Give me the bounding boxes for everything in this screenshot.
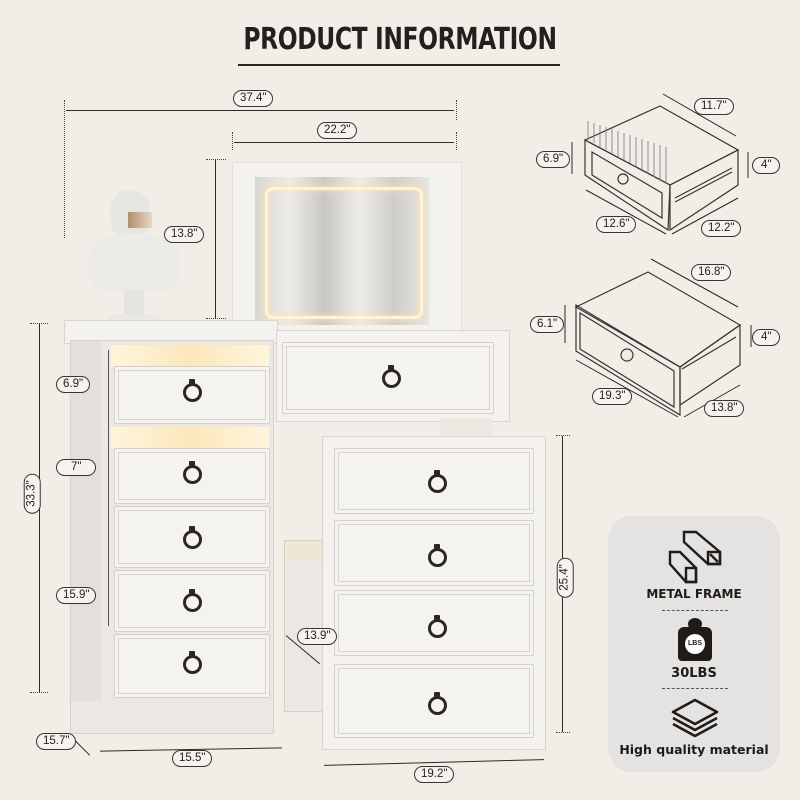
large-drawer-outline-icon [564, 258, 752, 418]
product-illustration: 37.4" 22.2" 13.8" [23, 90, 574, 783]
weight-icon: LBS [678, 618, 712, 662]
drawer-ring-handle-icon [428, 544, 447, 567]
feature-label-weight: 30LBS [671, 666, 717, 681]
page-title: PRODUCT INFORMATION [243, 22, 557, 57]
large-drawer-side-depth-label: 13.8" [704, 400, 745, 417]
lower-drawers-height-label: 15.9" [56, 587, 97, 604]
small-drawer-height-label: 6.9" [536, 151, 571, 168]
metal-frame-icon [668, 530, 722, 584]
large-drawer-diagram: 16.8" 6.1" 4" 19.3" 13.8" [520, 255, 790, 420]
features-panel: METAL FRAME LBS 30LBS High quality mater… [608, 516, 780, 772]
rolling-cabinet-width-label: 19.2" [414, 766, 455, 783]
top-drawer-height-label: 6.9" [56, 376, 91, 393]
drawer-ring-handle-icon [183, 379, 202, 402]
stool [284, 540, 326, 712]
layers-icon [671, 698, 719, 738]
drawer-ring-handle-icon [428, 470, 447, 493]
drawer-ring-handle-icon [183, 526, 202, 549]
small-drawer-inner-height-label: 4" [752, 157, 781, 174]
mirror-width-label: 22.2" [317, 122, 358, 139]
second-drawer-height-label: 7" [56, 459, 97, 476]
side-cabinet-width-label: 15.5" [172, 750, 213, 767]
small-drawer-inner-depth-label: 11.7" [694, 98, 734, 115]
rolling-cabinet-depth-label: 13.9" [297, 628, 338, 645]
vanity-mirror [232, 162, 462, 332]
title-underline [238, 64, 560, 66]
feature-label-metal-frame: METAL FRAME [646, 587, 742, 601]
drawer-ring-handle-icon [428, 615, 447, 638]
small-drawer-front-width-label: 12.6" [596, 216, 637, 233]
mirror-height-label: 13.8" [164, 226, 205, 243]
large-drawer-inner-height-label: 4" [752, 329, 781, 346]
large-drawer-front-width-label: 19.3" [592, 388, 633, 405]
small-drawer-outline-icon [571, 93, 749, 235]
drawer-ring-handle-icon [428, 692, 447, 715]
large-drawer-height-label: 6.1" [530, 316, 565, 333]
overall-height-label: 33.3" [23, 473, 41, 514]
feature-label-material: High quality material [619, 742, 769, 757]
large-drawer-inner-depth-label: 16.8" [691, 264, 732, 281]
small-drawer-side-depth-label: 12.2" [701, 220, 742, 237]
side-cabinet-depth-label: 15.7" [36, 733, 77, 750]
drawer-ring-handle-icon [183, 651, 202, 674]
drawer-ring-handle-icon [382, 365, 401, 388]
drawer-ring-handle-icon [183, 461, 202, 484]
small-drawer-diagram: 11.7" 6.9" 4" 12.6" 12.2" [520, 90, 790, 250]
rolling-cabinet-height-label: 25.4" [556, 557, 574, 598]
overall-width-label: 37.4" [233, 90, 274, 107]
drawer-ring-handle-icon [183, 589, 202, 612]
bust-decoration [86, 190, 182, 328]
